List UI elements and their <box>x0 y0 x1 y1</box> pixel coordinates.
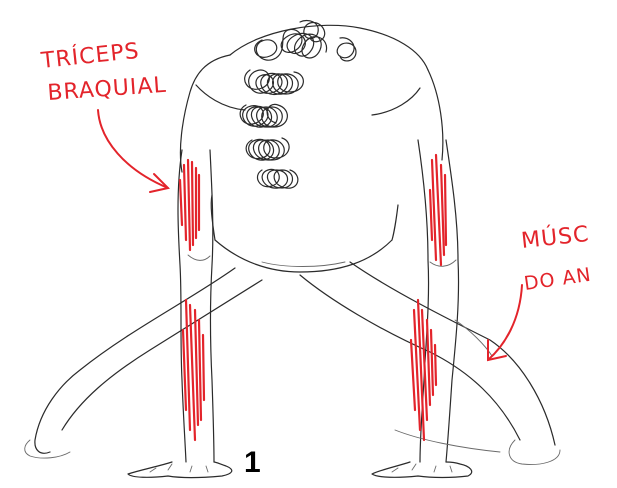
triceps-highlight <box>180 160 199 250</box>
figure-number: 1 <box>244 446 261 479</box>
hair-scribble <box>240 20 356 188</box>
triceps-arrow <box>98 110 168 192</box>
right-upperarm-highlight <box>430 155 446 265</box>
forearm-arrow <box>488 285 522 360</box>
left-forearm-highlight <box>183 300 204 440</box>
forearm-label-line1: MÚSC <box>520 221 591 254</box>
torso-outline <box>180 25 442 272</box>
right-forearm-highlight <box>411 300 436 440</box>
triceps-label-line2: BRAQUIAL <box>47 73 168 106</box>
triceps-label-line1: TRÍCEPS <box>39 38 141 74</box>
forearm-label-line2: DO AN <box>523 264 593 295</box>
legs <box>25 262 560 464</box>
hands <box>128 462 472 478</box>
